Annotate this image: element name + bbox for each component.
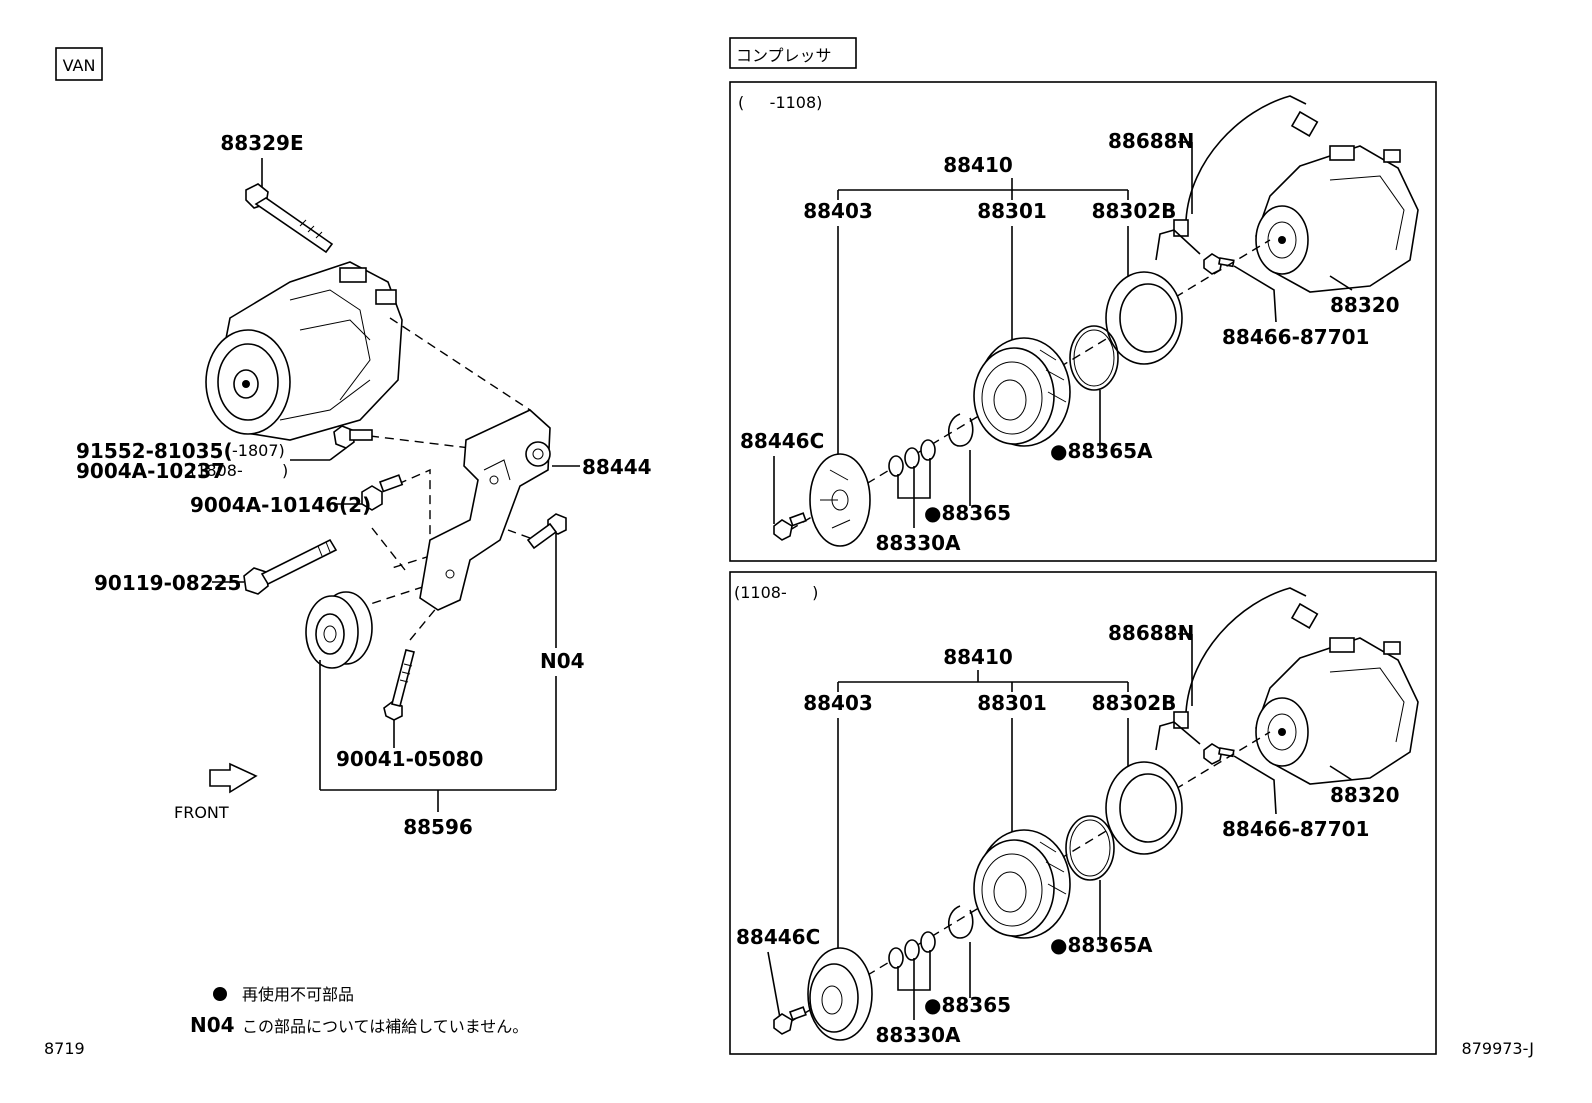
compressor-title: コンプレッサ: [736, 46, 832, 65]
legend-bullet-icon: [213, 987, 227, 1001]
panel2-compressor-icon: [1255, 637, 1419, 785]
bolt-n04-icon: [526, 513, 567, 550]
bolt-91552-icon: [333, 425, 373, 449]
panel1-label-88301[interactable]: 88301: [977, 199, 1047, 223]
label-90041[interactable]: 90041-05080: [336, 747, 483, 771]
panel2-snap-ring-a-icon: [1065, 815, 1115, 881]
panel1-label-88365[interactable]: ●88365: [924, 501, 1011, 525]
panel2-snap-ring-icon: [947, 905, 974, 939]
panel-before-1108: ( -1108) 88688N 88410 88403 88301 88302B: [729, 81, 1437, 562]
idler-pulley-icon: [305, 591, 373, 669]
panel2-label-88466[interactable]: 88466-87701: [1222, 817, 1369, 841]
panel2-pulley-icon: [973, 829, 1071, 939]
panel1-label-88446c[interactable]: 88446C: [740, 429, 824, 453]
label-9004a-10237[interactable]: 9004A-10237: [76, 459, 225, 483]
panel1-label-88403[interactable]: 88403: [803, 199, 873, 223]
label-88596[interactable]: 88596: [403, 815, 473, 839]
front-arrow-icon: [209, 762, 258, 794]
panel2-label-88301[interactable]: 88301: [977, 691, 1047, 715]
compressor-title-box: [729, 37, 857, 69]
panel1-label-88302b[interactable]: 88302B: [1092, 199, 1177, 223]
label-9004a-10237-range: (1808-: [190, 461, 243, 480]
bolt-90119-icon: [243, 538, 338, 595]
bolt-88329e-icon: [245, 183, 334, 254]
panel2-screw-icon: [1203, 743, 1235, 765]
right-section: コンプレッサ ( -1108) 88688N 88410 88403 88301…: [729, 37, 1534, 1058]
panel-after-1108: (1108- ) 88688N 88410 88403 88301 88302B: [729, 571, 1437, 1055]
panel1-snap-ring-icon: [947, 413, 974, 447]
left-section: VAN 88329E: [44, 47, 652, 1058]
panel2-bolt-icon: [773, 1006, 807, 1035]
label-88329e[interactable]: 88329E: [220, 131, 303, 155]
panel1-label-88330a[interactable]: 88330A: [875, 531, 961, 555]
legend-n04-text: この部品については補給していません。: [242, 1017, 528, 1036]
page-code-left: 8719: [44, 1039, 85, 1058]
bolt-9004a-10146-icon: [361, 474, 404, 511]
label-91552[interactable]: 91552-81035(: [76, 439, 233, 463]
panel1-label-88365a[interactable]: ●88365A: [1050, 439, 1153, 463]
label-88444[interactable]: 88444: [582, 455, 652, 479]
label-n04[interactable]: N04: [540, 649, 585, 673]
panel1-label-88688n[interactable]: 88688N: [1108, 129, 1194, 153]
panel1-label-88320[interactable]: 88320: [1330, 293, 1400, 317]
label-91552-range: -1807): [232, 441, 285, 460]
panel1-stator-icon: [1105, 229, 1201, 365]
panel2-label-88446c[interactable]: 88446C: [736, 925, 820, 949]
van-tag-box: [55, 47, 103, 81]
van-tag: VAN: [63, 56, 96, 75]
label-9004a-10146[interactable]: 9004A-10146(2): [190, 493, 371, 517]
bracket-88444-icon: [419, 409, 551, 611]
panel2-label-88320[interactable]: 88320: [1330, 783, 1400, 807]
legend-n04-code: N04: [190, 1013, 235, 1037]
front-label: FRONT: [174, 803, 229, 822]
panel1-pulley-icon: [973, 337, 1071, 447]
compressor-left-icon: [205, 261, 403, 441]
panel2-label-88330a[interactable]: 88330A: [875, 1023, 961, 1047]
panel1-shim-icon: [888, 439, 936, 477]
panel1-label-88410[interactable]: 88410: [943, 153, 1013, 177]
bolt-90041-icon: [383, 649, 415, 721]
label-90119[interactable]: 90119-08225: [94, 571, 241, 595]
panel2-label-88302b[interactable]: 88302B: [1092, 691, 1177, 715]
panel1-bolt-icon: [773, 512, 807, 541]
legend-bullet-text: 再使用不可部品: [242, 985, 354, 1004]
panel1-range: ( -1108): [738, 93, 822, 112]
panel2-sensor-icon: [1173, 587, 1319, 729]
panel2-label-88365[interactable]: ●88365: [924, 993, 1011, 1017]
panel1-compressor-icon: [1255, 145, 1419, 293]
panel2-range: (1108- ): [734, 583, 818, 602]
panel2-hub-icon: [807, 947, 873, 1041]
panel2-label-88403[interactable]: 88403: [803, 691, 873, 715]
panel1-sensor-icon: [1173, 95, 1319, 237]
panel2-label-88688n[interactable]: 88688N: [1108, 621, 1194, 645]
panel1-snap-ring-a-icon: [1069, 325, 1119, 391]
panel1-hub-icon: [809, 453, 871, 547]
panel2-stator-icon: [1105, 721, 1201, 855]
label-9004a-10237-close: ): [282, 461, 288, 480]
panel1-label-88466[interactable]: 88466-87701: [1222, 325, 1369, 349]
page-code-right: 879973-J: [1462, 1039, 1534, 1058]
panel2-label-88410[interactable]: 88410: [943, 645, 1013, 669]
panel2-shim-icon: [888, 931, 936, 969]
panel2-label-88365a[interactable]: ●88365A: [1050, 933, 1153, 957]
